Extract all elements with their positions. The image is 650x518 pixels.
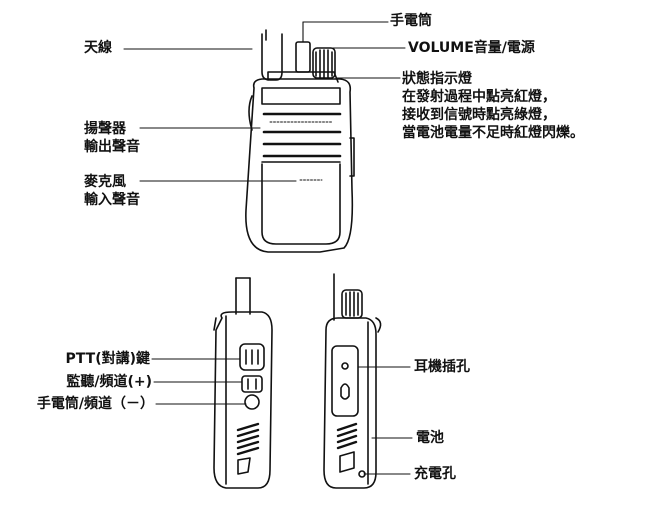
monitor-button-shape (241, 375, 263, 393)
status-light-label: 狀態指示燈 在發射過程中點亮紅燈， 接收到信號時點亮綠燈， 當電池電量不足時紅燈… (402, 70, 584, 142)
radio-front-view (245, 29, 355, 253)
flashlight-shape (295, 41, 311, 73)
status-light-line-2: 接收到信號時點亮綠燈， (402, 107, 556, 123)
right-knob-shape (341, 289, 363, 319)
flashlight-channel-down-label: 手電筒/頻道（－） (36, 396, 154, 412)
earphone-jack-label: 耳機插孔 (414, 359, 470, 375)
radio-left-side-view (213, 277, 273, 489)
speaker-label: 揚聲器 輸出聲音 (84, 120, 140, 156)
right-grip-shape (336, 422, 358, 450)
left-grip-shape (236, 422, 260, 456)
microphone-label-line-1: 麥克風 (84, 174, 126, 190)
status-light-title: 狀態指示燈 (402, 71, 472, 87)
left-body-shape (213, 311, 273, 489)
microphone-label-line-2: 輸入聲音 (84, 192, 140, 208)
speaker-label-line-2: 輸出聲音 (84, 139, 140, 155)
radio-right-side-view (323, 273, 382, 489)
microphone-label: 麥克風 輸入聲音 (84, 173, 140, 209)
flashlight-button-shape (244, 394, 260, 410)
battery-label: 電池 (416, 430, 444, 446)
speaker-grille-shape (262, 112, 342, 158)
ptt-label: PTT(對講)鍵 (65, 351, 150, 367)
volume-power-label: VOLUME音量/電源 (408, 40, 535, 56)
ptt-button-shape (239, 343, 265, 371)
monitor-channel-up-label: 監聽/頻道(+) (66, 374, 152, 390)
flashlight-label: 手電筒 (390, 13, 432, 29)
status-light-line-3: 當電池電量不足時紅燈閃爍。 (402, 125, 584, 141)
leader-lines (123, 21, 413, 475)
right-body-shape (323, 317, 377, 489)
antenna-label: 天線 (84, 40, 112, 56)
status-light-line-1: 在發射過程中點亮紅燈， (402, 89, 556, 105)
speaker-label-line-1: 揚聲器 (84, 121, 126, 137)
charging-port-label: 充電孔 (414, 466, 456, 482)
earphone-jack-cover-shape (331, 345, 359, 417)
volume-knob-shape (312, 47, 336, 79)
antenna-shape (261, 33, 283, 81)
front-body-shape (245, 78, 354, 253)
